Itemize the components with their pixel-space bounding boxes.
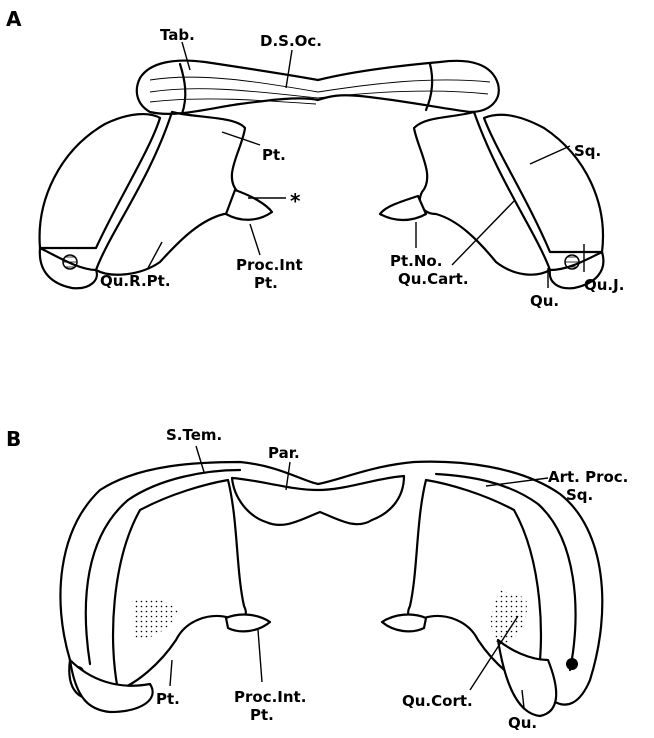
label-procint-a-2: Pt.	[254, 274, 278, 292]
label-par: Par.	[268, 444, 300, 462]
label-tab: Tab.	[160, 26, 195, 44]
label-procint-b-2: Pt.	[250, 706, 274, 724]
label-pt-b: Pt.	[156, 690, 180, 708]
label-stem: S.Tem.	[166, 426, 222, 444]
label-ptno: Pt.No.	[390, 252, 442, 270]
label-pt-a: Pt.	[262, 146, 286, 164]
panel-letter-a: A	[6, 7, 22, 31]
label-artproc-1: Art. Proc.	[548, 468, 628, 486]
label-qucort: Qu.Cort.	[402, 692, 473, 710]
label-qu-b: Qu.	[508, 714, 537, 732]
panel-letter-b: B	[6, 427, 21, 451]
label-dsoc: D.S.Oc.	[260, 32, 322, 50]
label-procint-b-1: Proc.Int.	[234, 688, 306, 706]
dorsal-supraoccipital-bar	[137, 61, 499, 114]
label-sq-a: Sq.	[574, 142, 601, 160]
panel-b: B S.Tem. Par. Art. Proc. Sq. Pt.	[6, 426, 628, 732]
label-qu-a: Qu.	[530, 292, 559, 310]
label-quj: Qu.J.	[584, 276, 624, 294]
panel-a: A Tab.	[6, 7, 624, 310]
label-asterisk: *	[290, 189, 301, 213]
label-qurpt: Qu.R.Pt.	[100, 272, 171, 290]
label-procint-a-1: Proc.Int	[236, 256, 303, 274]
label-artproc-2: Sq.	[566, 486, 593, 504]
label-qucart: Qu.Cart.	[398, 270, 469, 288]
